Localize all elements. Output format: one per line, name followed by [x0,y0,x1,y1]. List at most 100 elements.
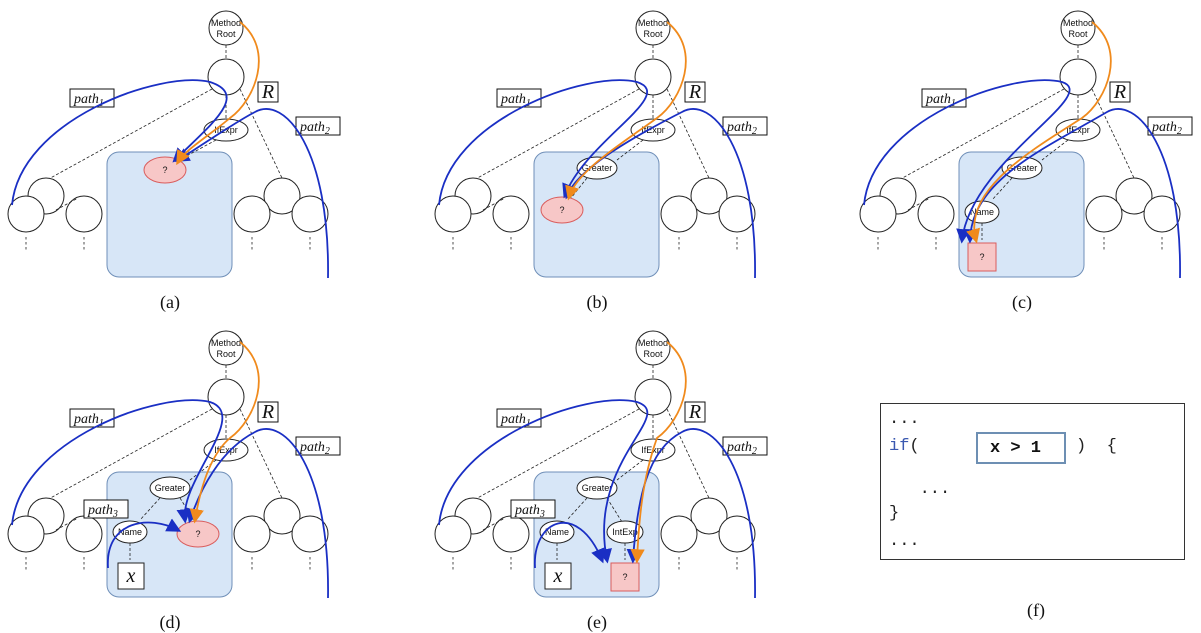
r-label-frame [257,81,279,103]
ifexpr-node [630,118,676,142]
edge-right [1091,88,1135,179]
hole-node [540,196,584,224]
root-path-curve [176,21,260,166]
greater-node [149,476,191,500]
hole-label: ? [559,205,564,215]
r-label-frame [1109,81,1131,103]
path2-label-frame [295,116,341,136]
caption-b: (b) [587,292,608,313]
edge-left [471,408,640,502]
tree-node-rl [1085,195,1123,233]
tree-node-top [207,58,245,96]
path2-curve [963,108,1181,279]
r-label: R [257,401,279,423]
tree-node-rl [660,515,698,553]
path2-label-frame [295,436,341,456]
greater-node-label: Greater [582,483,613,493]
tree-node-right [690,177,728,215]
edge-left [471,88,640,182]
ifexpr-node-label: IfExpr [641,125,665,135]
x-terminal-box [544,562,572,590]
caption-f: (f) [1027,600,1045,620]
root-path-curve [189,341,260,524]
tree-node-top [207,378,245,416]
greater-node-label: Greater [155,483,186,493]
if-keyword: if [889,437,910,456]
path3-label: path3 [83,499,129,520]
r-label: R [257,81,279,103]
name-node-label: Name [970,207,994,217]
path2-label-text: path2 [299,440,330,457]
ifexpr-node-label: IfExpr [1066,125,1090,135]
r-label: R [684,401,706,423]
code-line-body: ... [889,480,951,499]
method-root-label-1: Method [211,18,241,28]
r-symbol: R [688,81,701,103]
tree-node-right [1115,177,1153,215]
code-line-ellipsis-bottom: ... [889,532,920,551]
caption-c: (c) [1012,292,1032,313]
r-symbol: R [261,81,274,103]
r-symbol: R [1113,81,1126,103]
paren-open: ( [909,437,920,456]
edge-left [44,408,213,502]
greater-node-label: Greater [582,163,613,173]
code-snippet-panel: ... if( x > 1 ) { ... } ... [880,403,1185,560]
path1-label: path1 [496,408,542,429]
path2-curve [174,108,329,279]
r-symbol: R [261,401,274,423]
r-label: R [684,81,706,103]
tree-node-lr [917,195,955,233]
method-root-label-1: Method [211,338,241,348]
tree-node-right [690,497,728,535]
tree-node-ll [434,195,472,233]
code-line-if: if( [889,437,920,456]
code-line-ellipsis-top: ... [889,410,920,429]
ifexpr-node-label: IfExpr [214,445,238,455]
edge-lr [55,517,79,531]
tree-node-ll [7,195,45,233]
code-line-close-brace: } [889,504,900,523]
r-label-frame [684,81,706,103]
x-terminal-label: x [553,565,563,587]
tree-node-rr [718,515,756,553]
r-label-frame [684,401,706,423]
caption-d: (d) [160,612,181,633]
path3-label-text: path3 [514,503,545,520]
tree-node-lr [65,195,103,233]
r-label: R [1109,81,1131,103]
path1-label: path1 [496,88,542,109]
tree-node-top [634,58,672,96]
method-root-node [1060,10,1096,46]
tree-node-ll [7,515,45,553]
hole-node [610,562,640,592]
edge-right [239,408,283,499]
path1-label: path1 [69,88,115,109]
panel-d: MethodRootIfExprpath1path2RGreaterName?x… [7,330,341,633]
highlighted-expression: x > 1 [976,432,1066,464]
tree-node-rl [660,195,698,233]
path1-curve [438,399,649,564]
tree-node-rr [1143,195,1181,233]
method-root-label-1: Method [638,18,668,28]
path2-label-text: path2 [726,440,757,457]
path3-label-frame [83,499,129,519]
name-node-label: Name [545,527,569,537]
path2-curve [186,428,329,599]
path3-label: path3 [510,499,556,520]
caption-a: (a) [160,292,180,313]
edge-left [896,88,1065,182]
root-path-curve [630,341,687,564]
method-root-label-2: Root [216,349,236,359]
edge-right [666,408,710,499]
edge-lr [482,197,506,211]
intexp-node-label: IntExp [612,527,638,537]
hole-node [143,156,187,184]
tree-node-right [263,177,301,215]
name-node-label: Name [118,527,142,537]
path1-curve [438,79,648,206]
edge-greater [1041,139,1069,161]
